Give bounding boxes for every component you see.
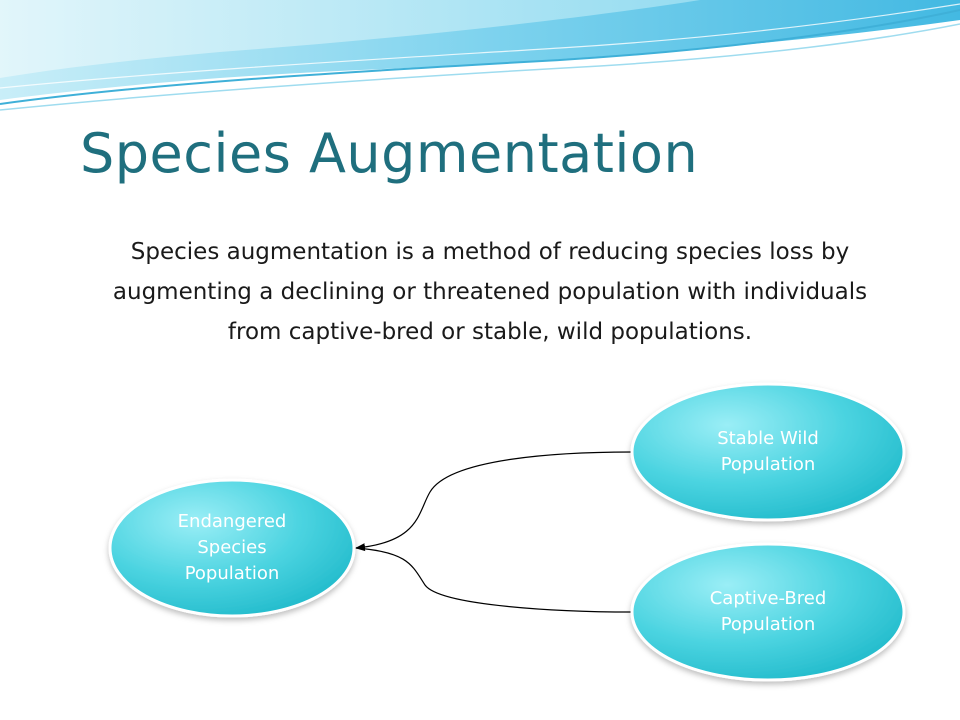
node-label-captive-bred: Captive-Bred Population — [709, 588, 827, 635]
slide-title: Species Augmentation — [80, 122, 699, 185]
slide-body-text: Species augmentation is a method of redu… — [112, 239, 868, 345]
header-wave-banner — [0, 0, 960, 111]
node-endangered-species-population — [108, 478, 356, 618]
node-captive-bred-population — [630, 542, 906, 682]
edge-stable-wild-to-endangered — [355, 451, 633, 552]
node-label-stable-wild: Stable Wild Population — [717, 428, 819, 475]
edge-captive-bred-to-endangered — [355, 547, 633, 613]
node-label-endangered: Endangered Species Population — [177, 511, 287, 584]
node-stable-wild-population — [630, 382, 906, 522]
